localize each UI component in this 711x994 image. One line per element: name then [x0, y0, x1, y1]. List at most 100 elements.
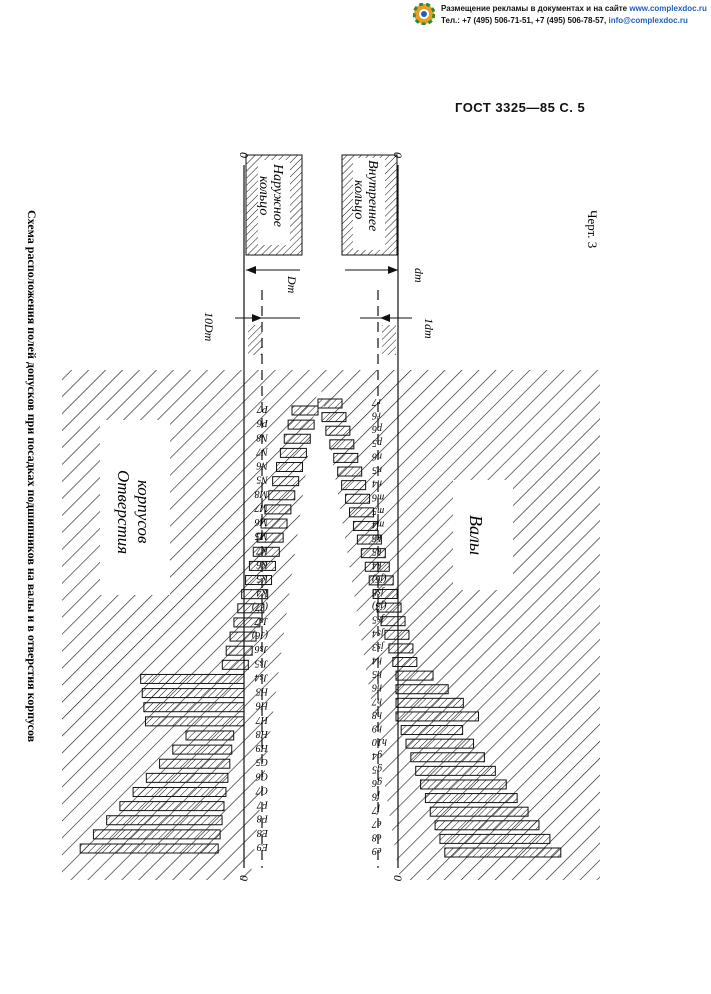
dim-label-Dm: Dm: [285, 275, 299, 294]
housing-label-line1: Отверстия: [114, 470, 133, 554]
housing-field-bar: [141, 688, 245, 699]
shaft-field-label: k4: [372, 559, 381, 570]
housing-field-label: G5: [256, 756, 268, 767]
shaft-field-bar: [400, 725, 464, 736]
housing-field-label: N6: [256, 460, 269, 471]
shaft-field-label: g5: [372, 763, 382, 774]
shaft-field-label: (j6): [371, 573, 386, 584]
banner-line-2: Тел.: +7 (495) 506-71-51, +7 (495) 506-7…: [441, 16, 688, 25]
dim-arrow-icon: [388, 266, 398, 274]
housing-field-label: Js6: [255, 643, 268, 654]
shaft-field-bar: [388, 643, 414, 654]
shaft-field-label: h9: [372, 723, 382, 734]
housing-field-label: N5: [256, 474, 269, 485]
housing-field-bar: [233, 617, 261, 628]
housing-field-bar: [268, 490, 296, 501]
zero-label-top-right: 0: [391, 152, 405, 158]
dim-arrow-icon: [252, 314, 262, 322]
housing-label-line2: корпусов: [134, 480, 153, 544]
shaft-field-bar: [444, 847, 562, 858]
housing-field-label: M7: [254, 502, 269, 513]
shaft-field-label: h5: [372, 668, 382, 679]
outer-ring-label-bg: [258, 160, 290, 245]
shaft-field-bar: [376, 602, 402, 613]
housing-field-bar: [172, 744, 233, 755]
housing-label-box: [100, 420, 170, 595]
site-link[interactable]: www.complexdoc.ru: [629, 4, 707, 13]
housing-field-bar: [132, 786, 227, 797]
housing-field-label: N8: [256, 431, 269, 442]
housing-field-bar: [221, 659, 249, 670]
shaft-field-label: p5: [372, 437, 383, 448]
housing-field-label: Js5: [255, 657, 268, 668]
housing-field-bar: [140, 673, 245, 684]
housing-field-bar: [291, 405, 319, 416]
shaft-label: Валы: [466, 515, 486, 555]
shaft-field-label: n4: [372, 478, 382, 489]
housing-field-label: (J7): [251, 601, 268, 612]
shaft-field-label: k6: [372, 532, 381, 543]
doc-reference: ГОСТ 3325—85 С. 5: [455, 100, 586, 115]
housing-field-bar: [92, 829, 221, 840]
housing-field-bar: [245, 575, 273, 586]
housing-field-bar: [264, 504, 292, 515]
housing-field-bar: [248, 560, 276, 571]
housing-field-bar: [159, 758, 231, 769]
shaft-field-bar: [368, 575, 394, 586]
shaft-field-bar: [352, 520, 378, 531]
housing-field-bar: [143, 702, 245, 713]
shaft-field-label: r7: [371, 396, 381, 407]
ad-banner: Размещение рекламы в документах и на сай…: [413, 0, 711, 28]
shaft-field-bar: [356, 534, 382, 545]
shaft-field-bar: [345, 493, 371, 504]
housing-field-bar: [272, 476, 300, 487]
shaft-field-bar: [364, 561, 390, 572]
inner-ring-label-bg: [353, 158, 385, 250]
banner-line-1: Размещение рекламы в документах и на сай…: [441, 4, 707, 13]
outer-ring-label-line2: кольцо: [256, 176, 271, 215]
shaft-field-label: js5: [372, 614, 386, 625]
housing-field-bar: [119, 801, 225, 812]
shaft-field-label: p6: [372, 423, 383, 434]
dim-label-1dm: 1dm: [422, 318, 436, 339]
housing-field-label: P6: [257, 417, 269, 428]
housing-field-label: Js4: [255, 671, 268, 682]
shaft-field-bar: [410, 752, 485, 763]
shaft-field-bar: [380, 616, 406, 627]
housing-field-label: E8: [257, 827, 269, 838]
shaft-label-box: [453, 480, 513, 590]
shaft-field-label: e7: [371, 818, 381, 829]
dim-label-10Dm: 10Dm: [202, 312, 216, 342]
shaft-field-bar: [392, 657, 418, 668]
shaft-field-bar: [321, 412, 347, 423]
shaft-field-label: h6: [372, 682, 382, 693]
housing-field-bar: [225, 645, 253, 656]
shaft-field-bar: [429, 806, 529, 817]
shaft-field-label: k5: [372, 546, 381, 557]
shaft-field-label: js3: [372, 641, 386, 652]
housing-field-bar: [252, 546, 280, 557]
housing-field-bar: [276, 462, 304, 473]
shaft-field-bar: [325, 425, 351, 436]
shaft-field-label: h10: [372, 736, 387, 747]
housing-field-bar: [283, 433, 311, 444]
shaft-field-label: js6: [372, 586, 386, 597]
shaft-field-bar: [415, 765, 496, 776]
shaft-field-label: r6: [372, 410, 381, 421]
housing-field-label: K5: [256, 573, 269, 584]
shaft-field-label: n6: [372, 450, 382, 461]
shaft-field-bar: [395, 684, 449, 695]
shaft-field-label: g6: [372, 777, 382, 788]
banner-text-2: Тел.: +7 (495) 506-71-51, +7 (495) 506-7…: [441, 16, 607, 25]
dim-arrow-icon: [380, 314, 390, 322]
shaft-field-label: n5: [372, 464, 382, 475]
shaft-field-bar: [317, 398, 343, 409]
housing-field-label: H7: [255, 714, 269, 725]
housing-field-label: H9: [256, 742, 269, 753]
banner-text-1: Размещение рекламы в документах и на сай…: [441, 4, 628, 13]
email-link[interactable]: info@complexdoc.ru: [608, 16, 688, 25]
zero-label-bottom-left: 0: [237, 875, 251, 881]
zero-label-top-left: 0: [237, 152, 251, 158]
shaft-field-label: h7: [371, 695, 382, 706]
housing-field-label: F7: [256, 799, 269, 810]
